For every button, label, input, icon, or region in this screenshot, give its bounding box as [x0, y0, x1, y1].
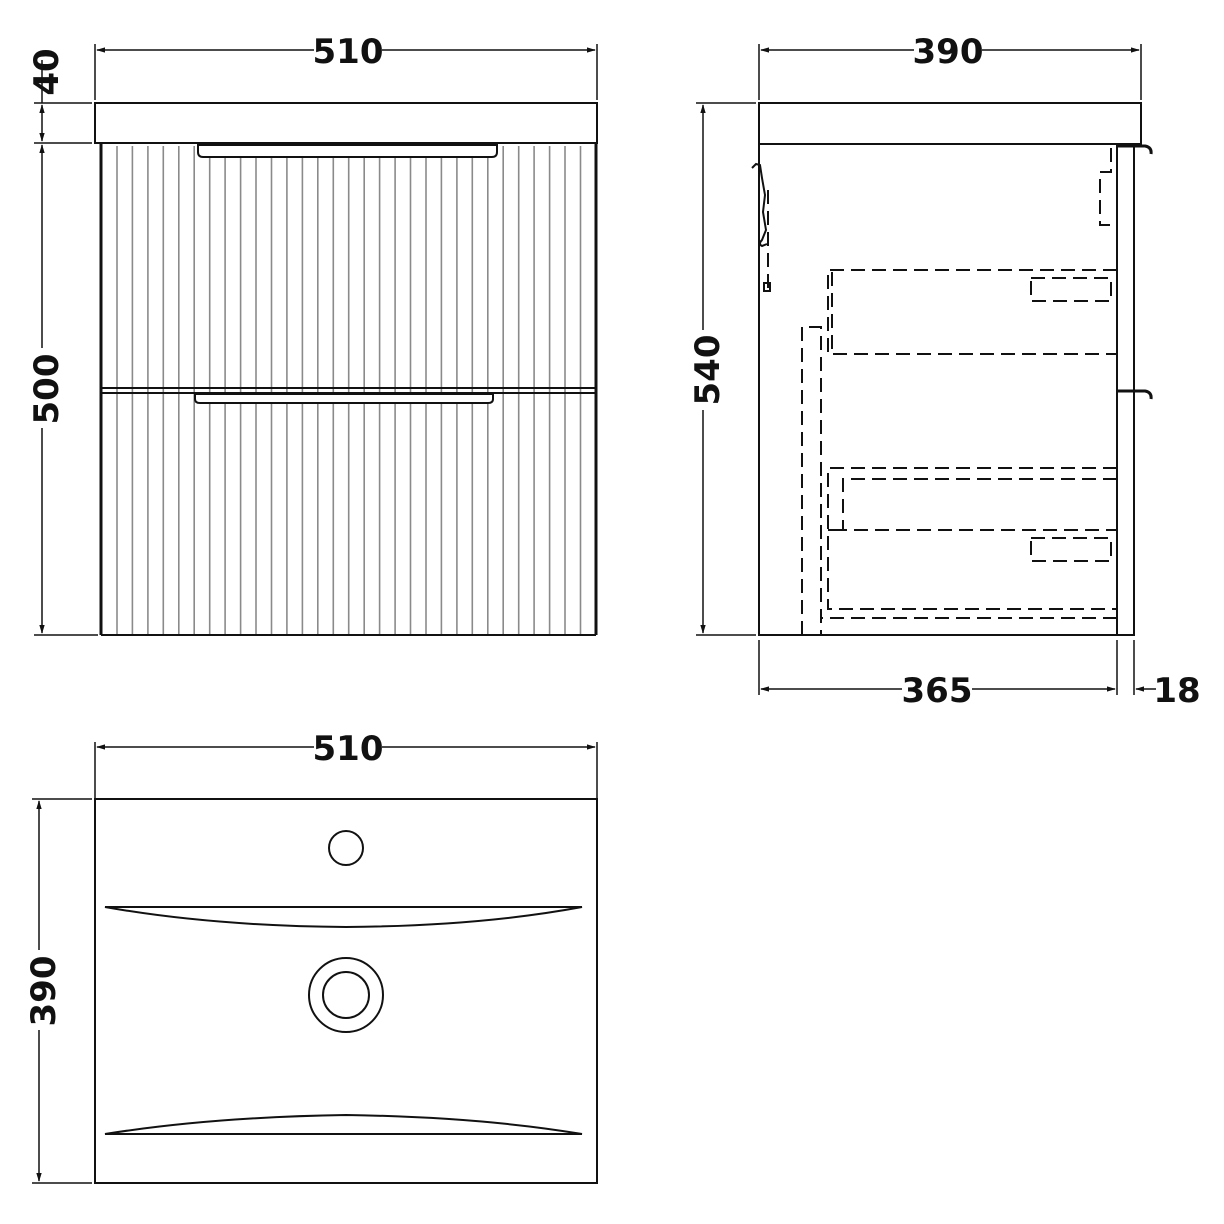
top-drawer-box-hidden: [827, 269, 1117, 355]
plan-depth-dimension: 390: [20, 798, 92, 1184]
fluted-panel: [116, 146, 582, 634]
side-depth-label: 390: [913, 32, 984, 72]
basin-front-slab: [94, 102, 598, 144]
front-view: 510 40 500: [22, 30, 598, 636]
bottom-drawer-box-hidden: [827, 467, 1117, 610]
basin-outline: [94, 798, 598, 1184]
side-depth-dimension: 390: [758, 30, 1142, 100]
basin-height-label: 40: [27, 48, 67, 95]
waste-outlet-outer: [308, 957, 384, 1033]
cabinet-height-label: 500: [27, 354, 67, 425]
tap-hole: [328, 830, 364, 866]
bottom-drawer-runner-hidden: [1030, 537, 1112, 562]
cabinet-height-dimension: 500: [22, 144, 98, 636]
front-width-dimension: 510: [94, 30, 598, 100]
basin-height-dimension: 40: [27, 48, 92, 144]
plan-width-label: 510: [313, 729, 384, 769]
bottom-handle-profile: [1117, 389, 1153, 400]
plan-view: 510 390: [20, 728, 598, 1184]
total-height-label: 540: [688, 335, 728, 406]
top-drawer-handle: [197, 144, 498, 158]
bowl-front-curve: [104, 1113, 583, 1135]
total-height-dimension: 540: [686, 102, 756, 636]
basin-side-slab: [758, 102, 1142, 145]
waste-outlet-inner: [322, 971, 370, 1019]
cabinet-front: [99, 144, 598, 636]
bottom-drawer-handle: [194, 393, 494, 404]
bowl-rear-curve: [104, 906, 583, 929]
wall-bracket: [751, 162, 771, 292]
waste-pipe-hidden: [801, 326, 822, 635]
top-handle-profile: [1117, 144, 1153, 155]
plan-width-dimension: 510: [94, 728, 598, 798]
plan-depth-label: 390: [24, 956, 64, 1027]
carcass-depth-label: 365: [902, 671, 973, 711]
carcass-depth-dimension: 365 18: [758, 640, 1201, 711]
door-thickness-label: 18: [1153, 671, 1200, 711]
top-drawer-runner-hidden: [1030, 277, 1112, 302]
side-view: 390 540 365 18: [686, 30, 1201, 711]
rail-hidden: [1099, 148, 1117, 226]
front-width-label: 510: [313, 32, 384, 72]
